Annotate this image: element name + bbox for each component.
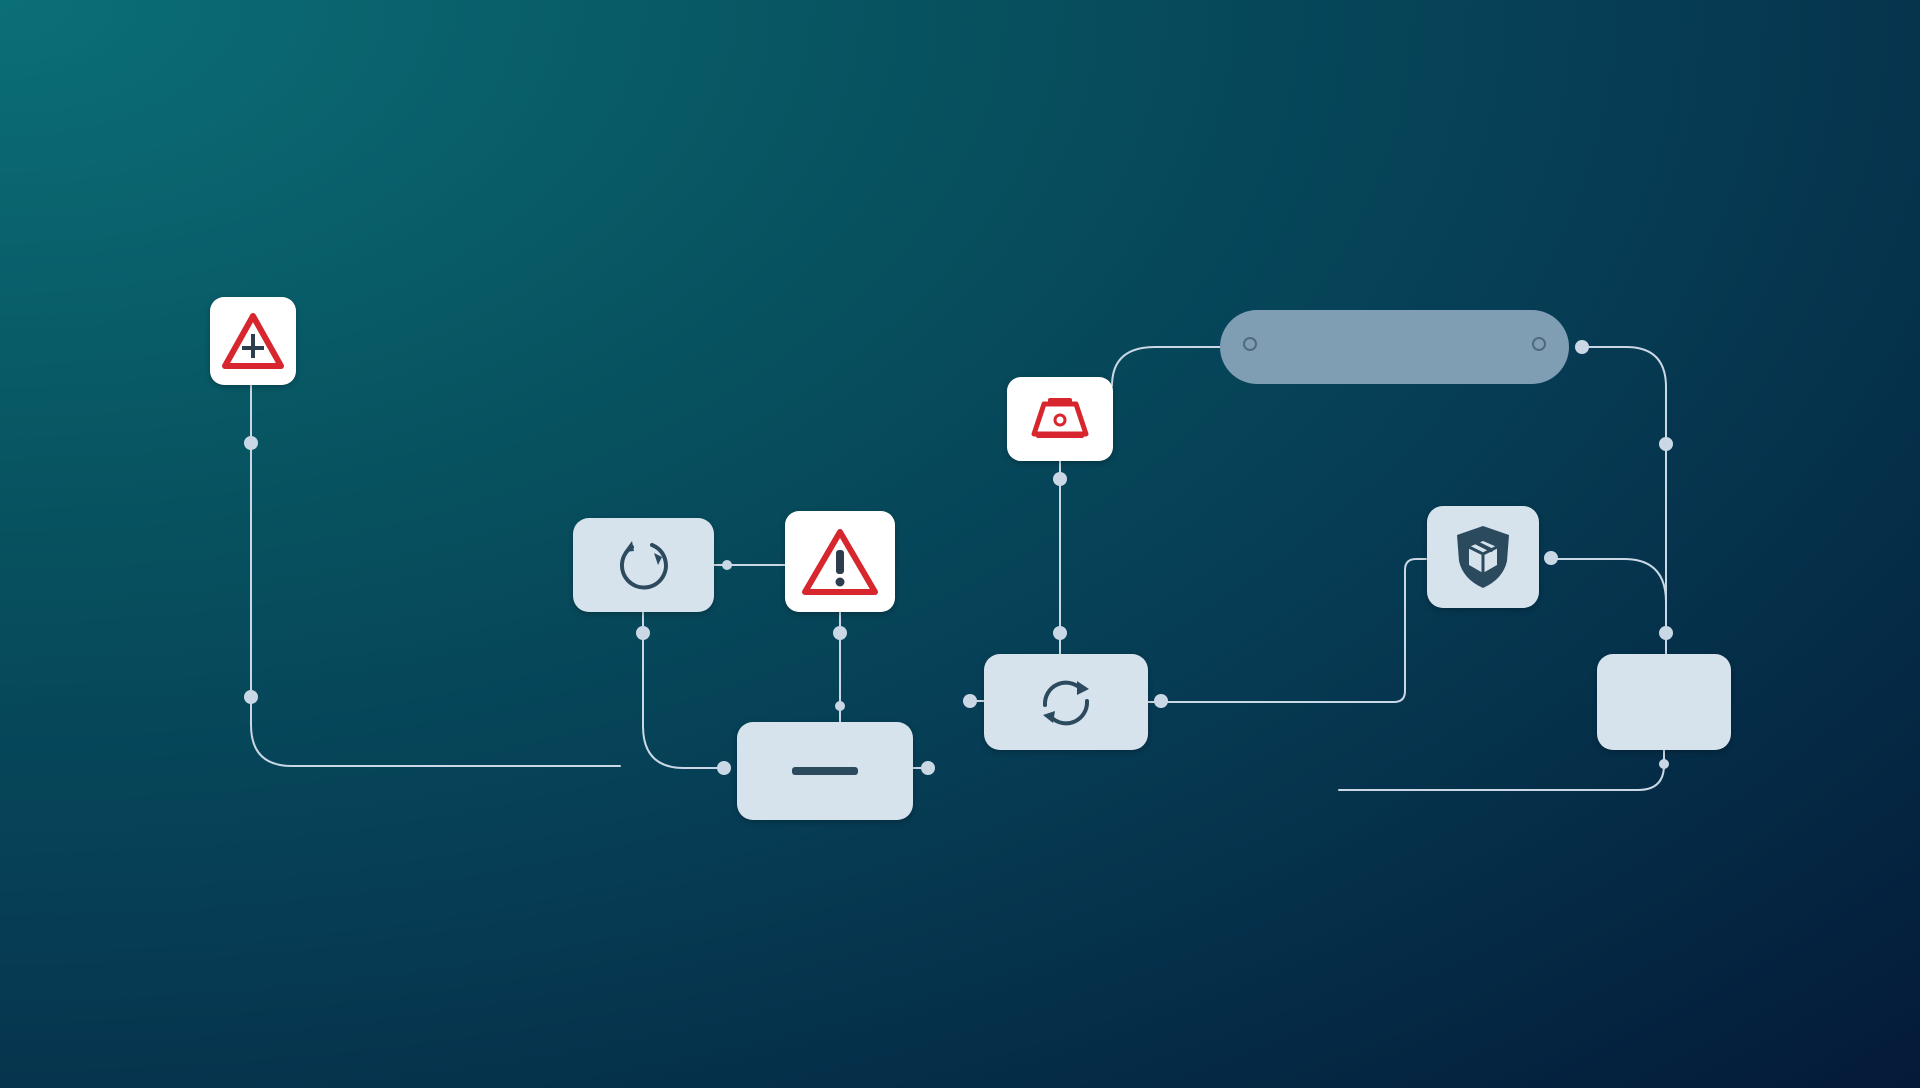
- refresh-icon: [619, 541, 668, 590]
- node-warning-exclamation[interactable]: [785, 511, 895, 612]
- connector-dot: [1154, 694, 1168, 708]
- node-pill[interactable]: [1220, 310, 1569, 384]
- pill-port-right: [1532, 337, 1546, 351]
- connector-dot: [1053, 472, 1067, 486]
- pill-port-left: [1243, 337, 1257, 351]
- node-warning-cross[interactable]: [210, 297, 296, 385]
- node-minus[interactable]: [737, 722, 913, 820]
- connector-dot: [1575, 340, 1589, 354]
- connector-warning-cross-down: [250, 383, 621, 767]
- warning-triangle-cross-icon: [222, 313, 284, 369]
- connector-dot: [636, 626, 650, 640]
- connector-dot: [921, 761, 935, 775]
- node-refresh[interactable]: [573, 518, 714, 612]
- connector-dot: [244, 436, 258, 450]
- node-sync[interactable]: [984, 654, 1148, 750]
- connector-shield-to-right-column: [1550, 558, 1667, 603]
- node-blank[interactable]: [1597, 654, 1731, 750]
- connector-dot: [244, 690, 258, 704]
- connector-sync-to-shield: [1147, 558, 1427, 703]
- sync-arrows-icon: [1042, 680, 1090, 726]
- connector-dot: [835, 701, 845, 711]
- alarm-device-icon: [1031, 398, 1089, 438]
- connector-dot: [1659, 626, 1673, 640]
- node-shield[interactable]: [1427, 506, 1539, 608]
- connector-dot: [717, 761, 731, 775]
- minus-icon: [792, 767, 858, 775]
- warning-triangle-exclamation-icon: [802, 528, 878, 595]
- connector-dot: [833, 626, 847, 640]
- node-alarm[interactable]: [1007, 377, 1113, 461]
- connector-alarm-to-pill: [1111, 346, 1221, 387]
- connector-blank-bottom: [1338, 748, 1665, 791]
- connector-dot: [1053, 626, 1067, 640]
- shield-package-icon: [1457, 526, 1509, 588]
- connector-dot: [1659, 437, 1673, 451]
- connector-refresh-to-minus: [642, 611, 727, 769]
- connector-dot: [1544, 551, 1558, 565]
- connector-dot: [1659, 759, 1669, 769]
- connector-dot: [722, 560, 732, 570]
- connector-dot: [963, 694, 977, 708]
- connector-pill-to-right-column: [1581, 346, 1667, 656]
